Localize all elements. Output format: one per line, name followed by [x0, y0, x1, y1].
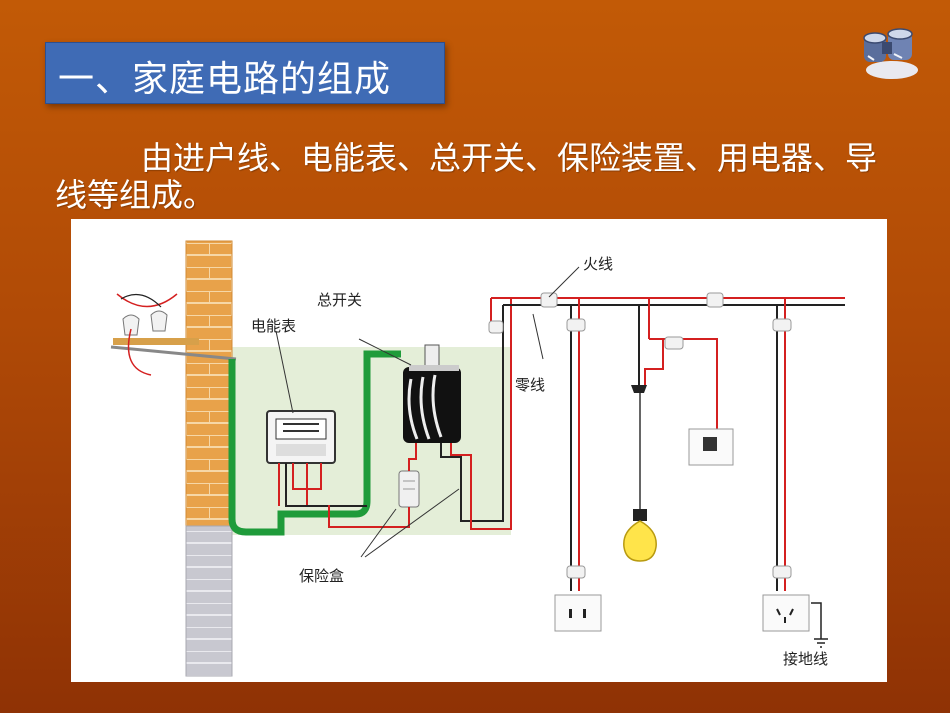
label-fuse-box: 保险盒: [299, 567, 344, 585]
grounded-socket-branch: [762, 298, 828, 648]
body-text: 由进户线、电能表、总开关、保险装置、用电器、导线等组成。: [55, 139, 878, 214]
socket-branch: [554, 298, 602, 632]
slide-title: 一、家庭电路的组成: [58, 59, 392, 100]
circuit-diagram-svg: 火线 总开关 电能表 零线 保险盒 接地线: [110, 240, 845, 677]
circuit-diagram: 火线 总开关 电能表 零线 保险盒 接地线: [71, 219, 887, 682]
binoculars-icon: [863, 28, 918, 79]
fuse-box: [398, 470, 420, 508]
service-wire: [228, 350, 401, 536]
brick-wall: [185, 240, 233, 677]
label-neutral-wire: 零线: [515, 376, 545, 394]
lamp-branch: [623, 298, 734, 562]
label-live-wire: 火线: [583, 255, 613, 273]
distribution-lines: [488, 292, 845, 334]
title-box: 一、家庭电路的组成: [45, 42, 445, 104]
label-ground-wire: 接地线: [783, 650, 828, 668]
label-meter: 电能表: [251, 317, 296, 335]
electric-meter: [266, 410, 336, 464]
main-switch: [403, 344, 461, 443]
service-insulators: [110, 293, 237, 376]
label-main-switch: 总开关: [317, 291, 362, 309]
